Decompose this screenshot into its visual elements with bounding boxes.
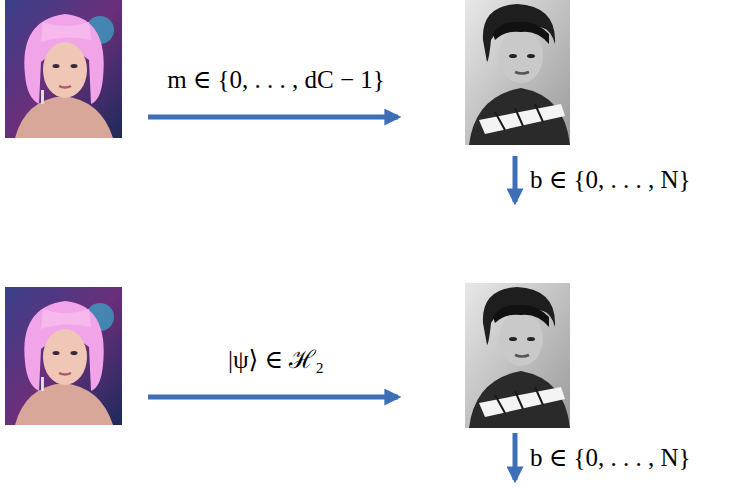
channel-arrow [148, 395, 398, 400]
state-label: |ψ⟩ ∈ ℋ₂ [228, 346, 324, 374]
receiver-portrait [465, 283, 570, 428]
message-label: m ∈ {0, . . . , dC − 1} [167, 66, 385, 94]
sender-portrait [5, 0, 122, 138]
receiver-portrait [465, 0, 570, 145]
output-arrow [513, 433, 518, 480]
output-arrow [513, 156, 518, 202]
channel-arrow [148, 115, 398, 120]
outcome-label: b ∈ {0, . . . , N} [530, 166, 691, 194]
sender-portrait [5, 287, 122, 425]
outcome-label: b ∈ {0, . . . , N} [530, 444, 691, 472]
